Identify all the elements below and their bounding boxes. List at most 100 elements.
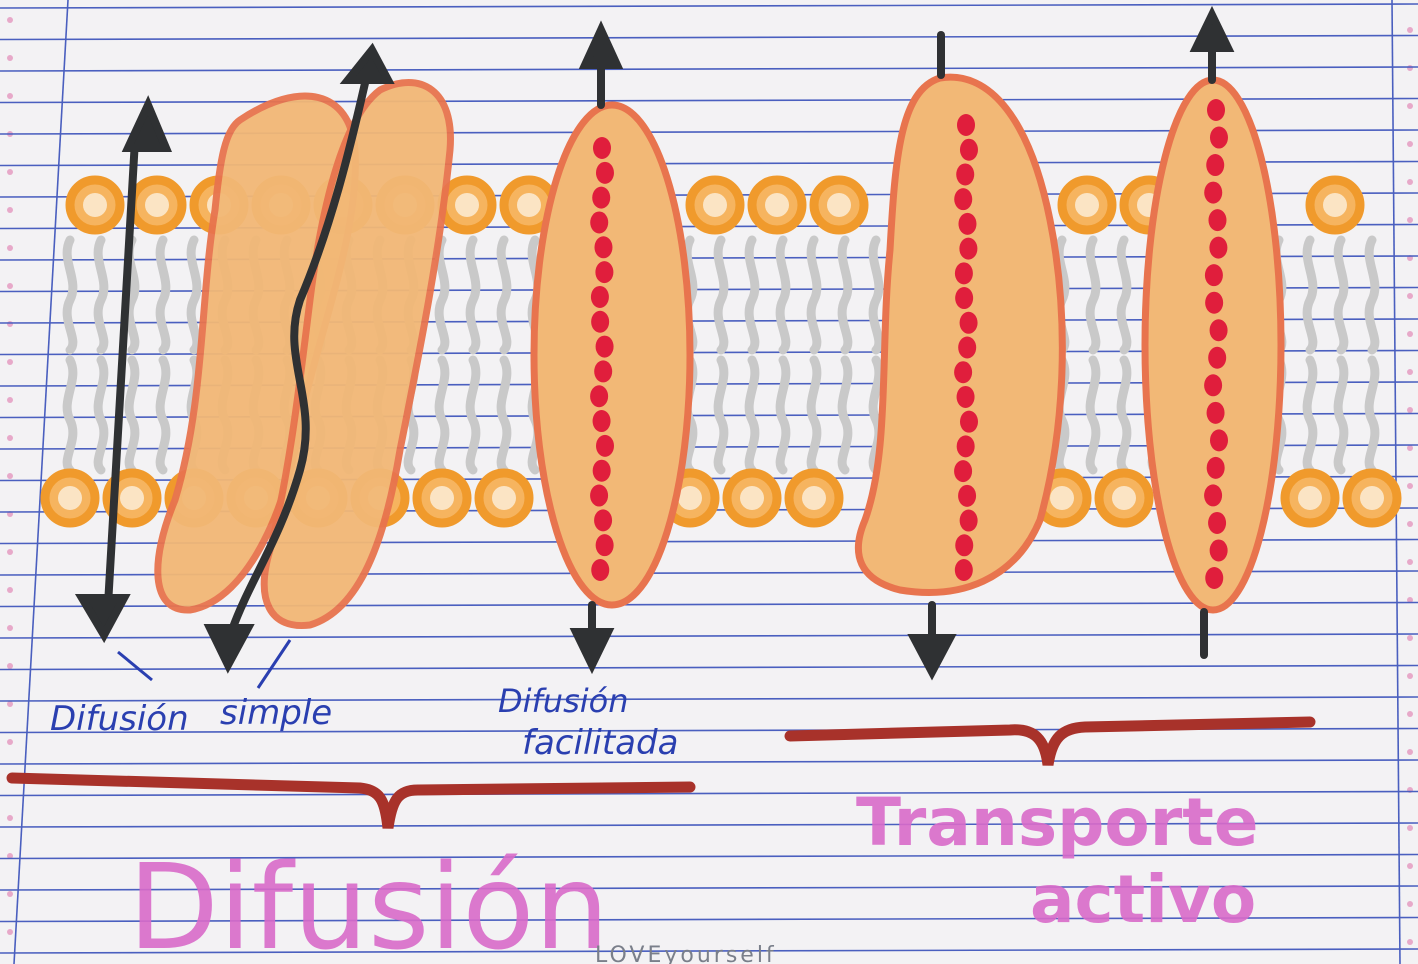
phospholipid-head-center (145, 193, 169, 217)
transport-dot (1210, 319, 1228, 341)
transport-dot (593, 137, 611, 159)
phospholipid-head-center (1112, 486, 1136, 510)
phospholipid-head-center (1360, 486, 1384, 510)
margin-dot (7, 701, 13, 707)
title-transporte: Transporte (856, 784, 1259, 861)
phospholipid-head-center (678, 486, 702, 510)
transport-dot (958, 213, 976, 235)
margin-dot (7, 587, 13, 593)
phospholipid-head-center (58, 486, 82, 510)
margin-dot (7, 663, 13, 669)
label-difusion-simple-word2: simple (220, 693, 332, 733)
margin-dot (1407, 65, 1413, 71)
margin-dot (1407, 407, 1413, 413)
transport-dot (596, 336, 614, 358)
transport-dot (1206, 154, 1224, 176)
transport-dot (1209, 237, 1227, 259)
transport-dot (954, 188, 972, 210)
margin-dot (7, 207, 13, 213)
transport-dot (955, 262, 973, 284)
phospholipid-head-center (1050, 486, 1074, 510)
transport-dot (1207, 402, 1225, 424)
phospholipid-head-center (740, 486, 764, 510)
phospholipid-head-center (492, 486, 516, 510)
transport-dot (1208, 209, 1226, 231)
transport-dot (591, 286, 609, 308)
transport-dot (590, 385, 608, 407)
phospholipid-head-center (455, 193, 479, 217)
phospholipid-head-center (1323, 193, 1347, 217)
margin-dot (1407, 711, 1413, 717)
transport-dot (1204, 182, 1222, 204)
margin-dot (1407, 103, 1413, 109)
margin-dot (7, 549, 13, 555)
phospholipid-head-center (1298, 486, 1322, 510)
transport-dot (957, 435, 975, 457)
transport-dot (1210, 539, 1228, 561)
margin-dot (7, 397, 13, 403)
transport-dot (960, 139, 978, 161)
margin-dot (7, 739, 13, 745)
transport-dot (596, 435, 614, 457)
transport-dot (1208, 512, 1226, 534)
label-difusion-simple-word1: Difusión (50, 699, 189, 739)
transport-dot (1207, 457, 1225, 479)
phospholipid-head-center (1075, 193, 1099, 217)
transport-dot (954, 361, 972, 383)
margin-dot (7, 283, 13, 289)
transport-dot (957, 386, 975, 408)
margin-dot (1407, 141, 1413, 147)
margin-dot (7, 929, 13, 935)
margin-dot (7, 93, 13, 99)
transport-dot (594, 509, 612, 531)
margin-dot (1407, 825, 1413, 831)
margin-dot (1407, 559, 1413, 565)
transport-dot (1207, 99, 1225, 121)
margin-dot (1407, 27, 1413, 33)
notebook-footer-text: LOVEyourself (595, 943, 777, 964)
margin-dot (7, 55, 13, 61)
margin-dot (1407, 483, 1413, 489)
margin-dot (7, 435, 13, 441)
margin-dot (1407, 179, 1413, 185)
margin-dot (7, 359, 13, 365)
margin-dot (1407, 217, 1413, 223)
transport-dot (960, 510, 978, 532)
margin-dot (1407, 293, 1413, 299)
transport-dot (955, 534, 973, 556)
transport-dot (957, 114, 975, 136)
margin-dot (1407, 863, 1413, 869)
transport-dot (960, 411, 978, 433)
phospholipid-head-center (430, 486, 454, 510)
transport-dot (591, 311, 609, 333)
transport-dot (594, 360, 612, 382)
transport-dot (955, 559, 973, 581)
transport-dot (596, 534, 614, 556)
transport-dot (1210, 127, 1228, 149)
transport-dot (1205, 264, 1223, 286)
transport-dot (596, 162, 614, 184)
margin-dot (1407, 331, 1413, 337)
transport-dot (959, 238, 977, 260)
phospholipid-head-center (827, 193, 851, 217)
transport-dot (1208, 347, 1226, 369)
margin-dot (7, 625, 13, 631)
margin-dot (7, 473, 13, 479)
transport-dot (1204, 374, 1222, 396)
transport-dot (1205, 567, 1223, 589)
transport-dot (1210, 429, 1228, 451)
margin-dot (7, 891, 13, 897)
label-difusion-facilitada-word2: facilitada (522, 723, 678, 763)
transport-dot (595, 261, 613, 283)
margin-dot (1407, 749, 1413, 755)
margin-dot (7, 815, 13, 821)
phospholipid-head-center (765, 193, 789, 217)
phospholipid-head-center (517, 193, 541, 217)
margin-dot (7, 245, 13, 251)
transport-dot (958, 485, 976, 507)
margin-dot (1407, 939, 1413, 945)
carrier-protein-facilitada (534, 105, 690, 605)
title-activo: activo (1030, 861, 1256, 938)
phospholipid-head-center (703, 193, 727, 217)
